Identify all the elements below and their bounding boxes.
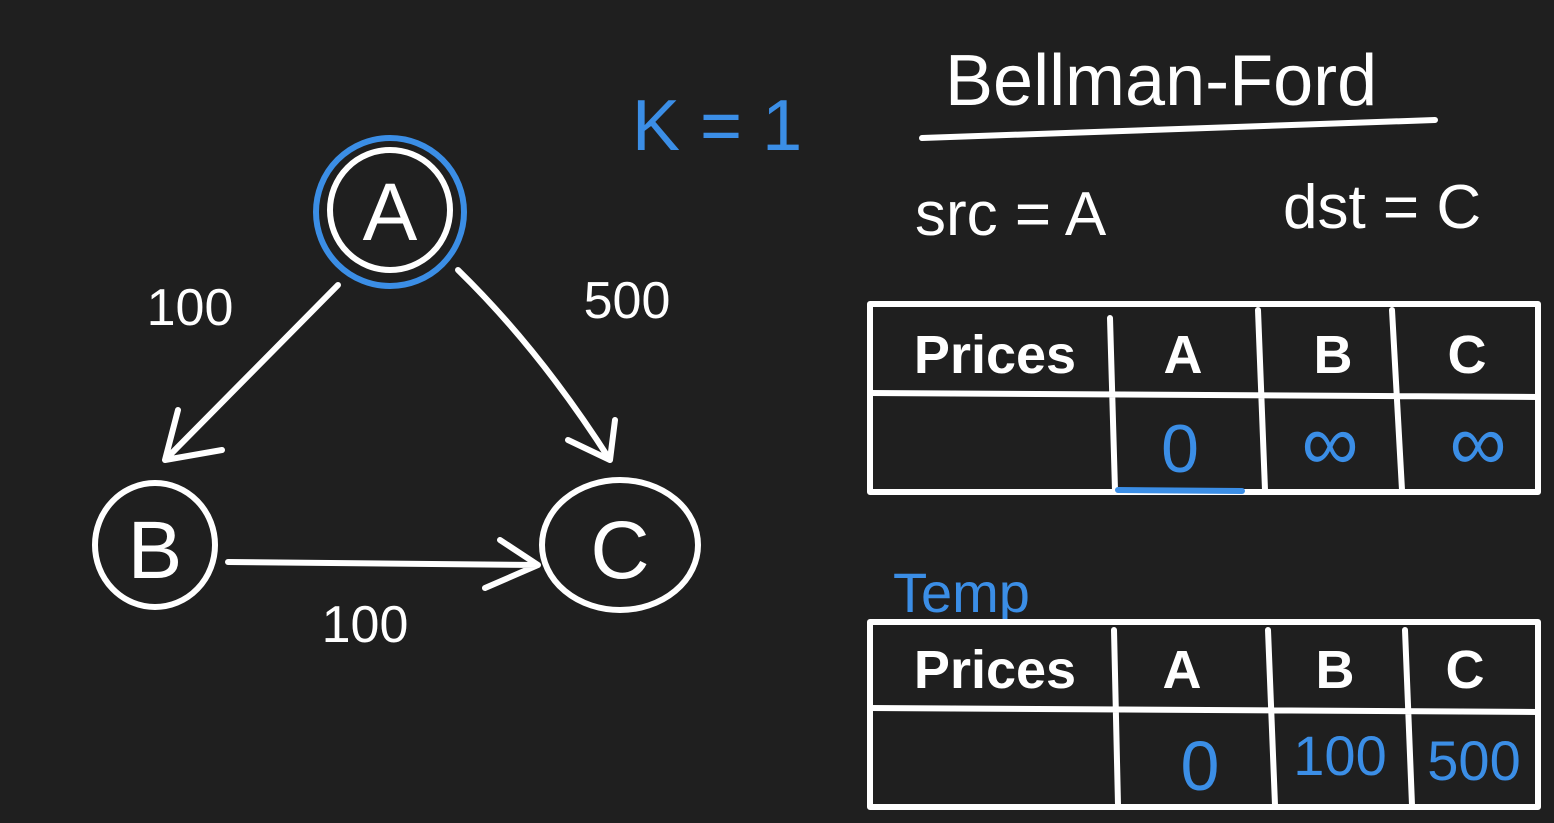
header-prices: Prices bbox=[914, 640, 1076, 700]
node-c-circle bbox=[539, 477, 701, 613]
dst-label: dst = C bbox=[1283, 173, 1481, 242]
value-c: 500 bbox=[1427, 729, 1520, 792]
k-label: K = 1 bbox=[632, 86, 802, 166]
node-a-highlight bbox=[313, 135, 467, 289]
table-grid bbox=[867, 307, 1541, 493]
value-a: 0 bbox=[1161, 411, 1199, 487]
header-prices: Prices bbox=[914, 325, 1076, 385]
node-a-label: A bbox=[363, 167, 418, 258]
header-b: B bbox=[1314, 325, 1353, 385]
edge-b-c-arrow bbox=[225, 537, 541, 591]
value-b: ∞ bbox=[1301, 398, 1358, 487]
table-grid bbox=[867, 627, 1541, 808]
graph: A B C 100 500 100 bbox=[92, 135, 701, 654]
value-a: 0 bbox=[1181, 727, 1220, 805]
node-b-circle bbox=[92, 480, 218, 610]
src-label: src = A bbox=[915, 180, 1107, 249]
prices-table: Prices A B C 0 ∞ ∞ bbox=[867, 301, 1541, 495]
temp-table: Prices A B C 0 100 500 bbox=[867, 619, 1541, 810]
node-b-label: B bbox=[128, 505, 183, 596]
value-b: 100 bbox=[1293, 724, 1386, 787]
header-c: C bbox=[1446, 640, 1485, 700]
header-c: C bbox=[1448, 325, 1487, 385]
node-a-circle bbox=[327, 147, 453, 273]
edge-a-b-arrow bbox=[162, 282, 341, 463]
value-a-underline bbox=[1115, 487, 1245, 494]
edge-a-c-arrow bbox=[455, 267, 618, 463]
header-a: A bbox=[1164, 325, 1203, 385]
title-underline bbox=[919, 117, 1438, 141]
node-c-label: C bbox=[590, 505, 649, 596]
title: Bellman-Ford bbox=[945, 41, 1377, 121]
value-c: ∞ bbox=[1449, 398, 1506, 487]
header-b: B bbox=[1316, 640, 1355, 700]
header-a: A bbox=[1163, 640, 1202, 700]
edge-a-b-weight: 100 bbox=[147, 279, 234, 337]
temp-label: Temp bbox=[893, 561, 1030, 624]
edge-a-c-weight: 500 bbox=[584, 272, 671, 330]
edge-b-c-weight: 100 bbox=[322, 596, 409, 654]
